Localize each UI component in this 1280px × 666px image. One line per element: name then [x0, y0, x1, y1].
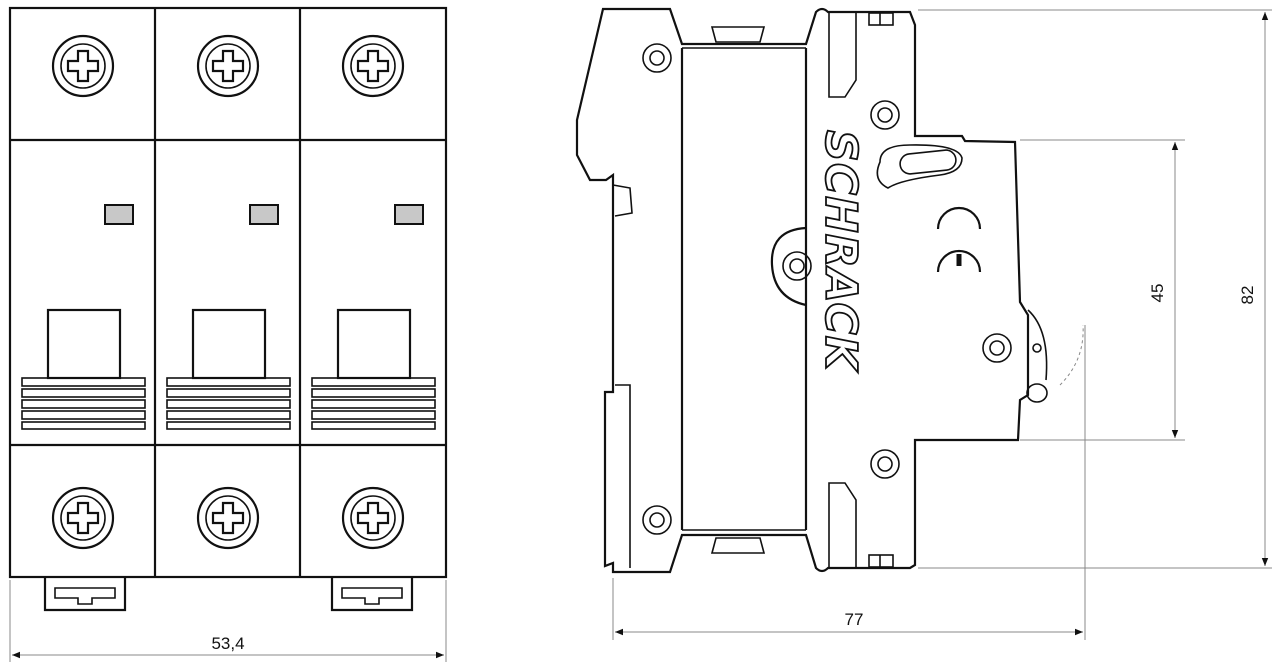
terminal-screw-icon	[51, 486, 115, 550]
rivet-icon	[782, 251, 812, 281]
status-indicator	[394, 204, 424, 225]
din-clip	[43, 577, 127, 612]
toggle-lever	[20, 308, 147, 431]
terminal-screw-icon	[196, 486, 260, 550]
front-view: 53,4	[8, 6, 448, 662]
toggle-lever	[165, 308, 292, 431]
terminal-screw-icon	[51, 34, 115, 98]
toggle-lever	[310, 308, 437, 431]
din-clip	[330, 577, 414, 612]
front-height-dimension-label: 45	[1148, 284, 1167, 303]
rivet-icon	[642, 43, 672, 73]
trip-lever	[1026, 309, 1084, 403]
slot-window	[876, 144, 963, 189]
terminal-screw-icon	[341, 486, 405, 550]
terminal-screw-icon	[341, 34, 405, 98]
front-housing-outline	[8, 6, 448, 579]
rivet-icon	[642, 505, 672, 535]
svg-text:SCHRACK: SCHRACK	[815, 130, 866, 373]
brand-logo: SCHRACK	[814, 129, 867, 373]
mounting-boss	[770, 226, 807, 307]
latch-slot	[710, 537, 766, 554]
rivet-icon	[982, 333, 1012, 363]
width-dimension-label: 53,4	[211, 634, 244, 653]
status-indicator	[249, 204, 279, 225]
side-housing-outline	[575, 7, 1030, 574]
latch-slot	[710, 26, 766, 43]
status-indicator	[104, 204, 134, 225]
depth-dimension-label: 77	[845, 610, 864, 629]
total-height-dimension-label: 82	[1238, 286, 1257, 305]
terminal-screw-icon	[196, 34, 260, 98]
ce-mark-icon	[936, 206, 982, 273]
rivet-icon	[870, 100, 900, 130]
rivet-icon	[870, 449, 900, 479]
side-view: SCHRACK 45 82 77	[575, 7, 1272, 640]
